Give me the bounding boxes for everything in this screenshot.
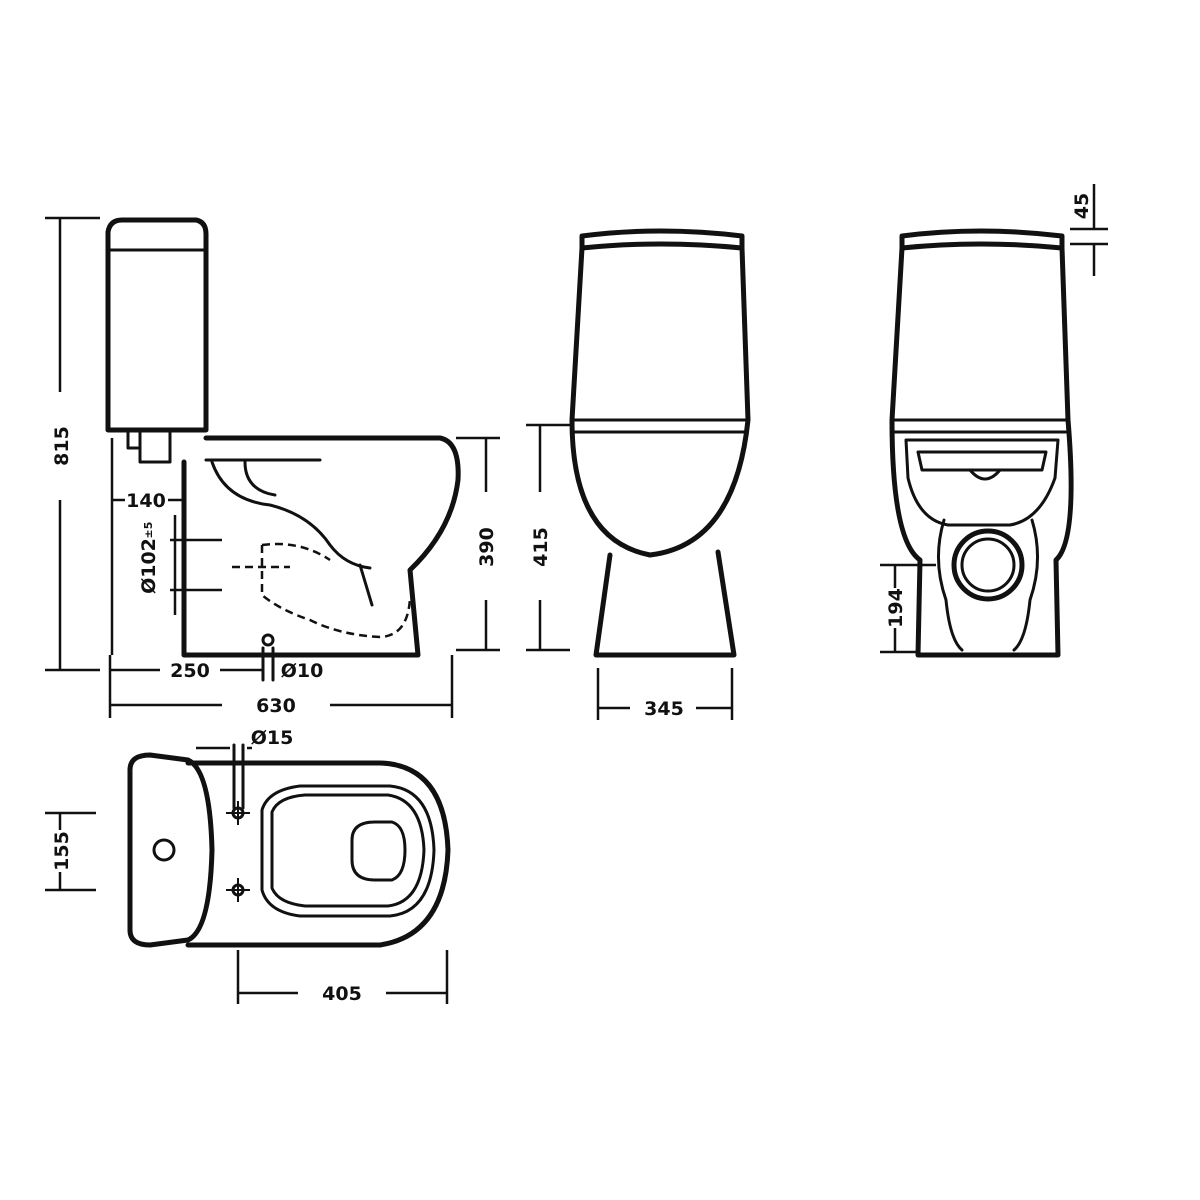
dimension-lines <box>45 184 1108 1004</box>
rear-view <box>889 228 1074 658</box>
label-fixing-spacing: 155 <box>51 831 73 871</box>
label-outlet-diameter: Ø102 <box>138 538 160 594</box>
label-outlet-height: 194 <box>885 588 907 628</box>
label-fixing-offset: 250 <box>170 660 210 682</box>
label-lid-thickness: 45 <box>1071 193 1093 219</box>
label-fixing-diameter: Ø10 <box>281 660 324 682</box>
label-overall-depth: 630 <box>256 695 296 717</box>
dimension-labels: 815 140 Ø102 ±5 390 415 250 Ø10 630 345 … <box>51 193 1093 1005</box>
label-pan-height-front: 415 <box>530 527 552 567</box>
label-overall-height: 815 <box>51 426 73 466</box>
top-view <box>127 743 451 948</box>
side-view <box>105 217 461 682</box>
label-floor-fixing-diameter: Ø15 <box>251 727 294 749</box>
label-inlet-height: 140 <box>126 490 166 512</box>
label-front-width: 345 <box>644 698 684 720</box>
label-pan-height-side: 390 <box>476 527 498 567</box>
label-fixing-to-front: 405 <box>322 983 362 1005</box>
label-outlet-tolerance: ±5 <box>142 522 155 539</box>
front-view <box>569 228 751 658</box>
